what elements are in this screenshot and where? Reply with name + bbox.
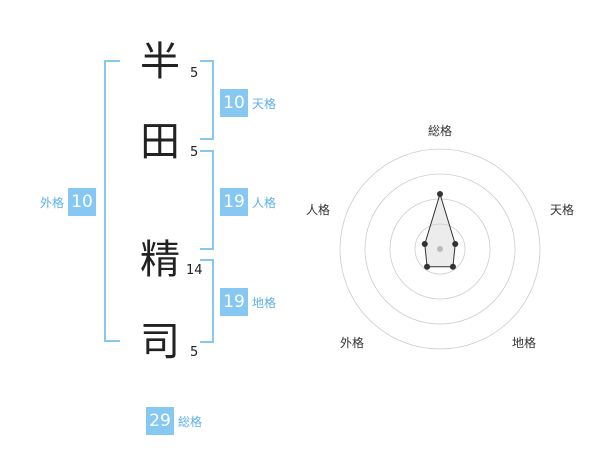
jinkaku-bracket (200, 150, 214, 250)
gaikaku-value: 10 (68, 188, 97, 216)
tenkaku-bracket (200, 60, 214, 140)
chikaku-value: 19 (220, 288, 248, 316)
radar-center (437, 246, 443, 252)
chikaku-badge: 19 地格 (220, 288, 276, 316)
radar-point-1 (452, 241, 459, 248)
gaikaku-label: 外格 (40, 195, 65, 210)
radar-point-0 (437, 191, 443, 197)
gaikaku-bracket (104, 60, 120, 342)
soukaku-badge: 29 総格 (146, 407, 202, 435)
soukaku-value: 29 (146, 407, 174, 435)
jinkaku-badge: 19 人格 (220, 188, 276, 216)
gaikaku-badge: 外格 10 (40, 188, 97, 216)
stroke-count-2: 5 (190, 145, 199, 160)
tenkaku-label: 天格 (252, 96, 277, 111)
radar-label-soukaku: 総格 (428, 124, 453, 138)
stroke-count-4: 5 (190, 345, 199, 360)
stroke-count-3: 14 (186, 263, 203, 278)
radar-polygon (424, 192, 456, 268)
radar-label-gaikaku: 外格 (340, 336, 365, 350)
radar-point-3 (424, 263, 431, 270)
tenkaku-value: 10 (220, 89, 248, 117)
radar-ring-3 (364, 173, 516, 325)
stroke-count-1: 5 (190, 66, 199, 81)
jinkaku-label: 人格 (252, 195, 277, 210)
name-char-4: 司 (140, 319, 180, 365)
chikaku-label: 地格 (252, 295, 277, 310)
radar-ring-2 (389, 198, 491, 300)
radar-ring-4 (339, 148, 541, 350)
chikaku-bracket (200, 259, 214, 343)
soukaku-label: 総格 (178, 414, 203, 429)
name-char-1: 半 (140, 39, 180, 85)
radar-label-chikaku: 地格 (512, 336, 537, 350)
name-char-3: 精 (140, 237, 180, 283)
radar-label-jinkaku: 人格 (306, 203, 331, 217)
tenkaku-badge: 10 天格 (220, 89, 276, 117)
name-char-2: 田 (140, 119, 180, 165)
radar-point-2 (449, 263, 456, 270)
radar-point-4 (421, 241, 428, 248)
radar-ring-1 (414, 223, 466, 275)
radar-label-tenkaku: 天格 (550, 203, 575, 217)
jinkaku-value: 19 (220, 188, 248, 216)
